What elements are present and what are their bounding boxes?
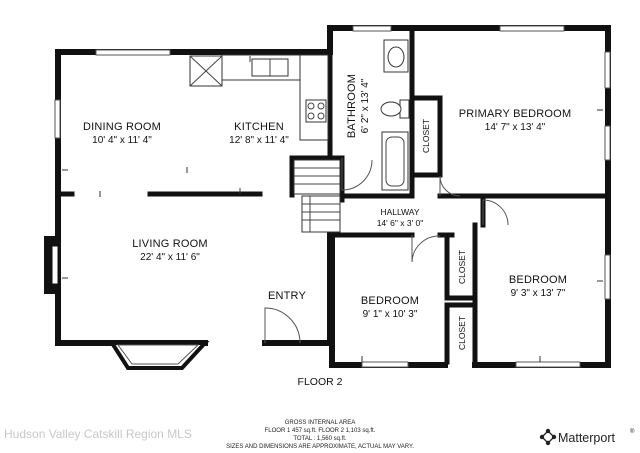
living-room-dims: 22' 4" x 11' 6" [140, 252, 200, 263]
floor-label: FLOOR 2 [298, 376, 343, 388]
matterport-logo-icon [539, 428, 557, 446]
living-room-label: LIVING ROOM [132, 238, 208, 250]
primary-bedroom-dims: 14' 7" x 13' 4" [485, 122, 546, 133]
bathroom-fixtures [380, 39, 410, 191]
staircase [293, 159, 341, 233]
toilet-bowl [380, 101, 402, 117]
closet-primary-label: CLOSET [421, 119, 431, 153]
bathroom-sink [387, 46, 405, 68]
stove [305, 99, 327, 123]
brand-trademark: ® [630, 428, 635, 435]
area-disclaimer: SIZES AND DIMENSIONS ARE APPROXIMATE, AC… [226, 444, 414, 450]
bedroom-3-label: BEDROOM [509, 274, 567, 286]
bedroom-2-label: BEDROOM [361, 295, 419, 307]
bedroom-3-dims: 9' 3" x 13' 7" [511, 288, 566, 299]
entry-label: ENTRY [268, 290, 307, 302]
kitchen-dims: 12' 8" x 11' 4" [229, 135, 289, 146]
primary-bedroom-label: PRIMARY BEDROOM [459, 108, 572, 120]
kitchen-fixtures [189, 54, 329, 141]
matterport-brand: Matterport [558, 431, 615, 445]
area-heading: GROSS INTERNAL AREA [285, 420, 355, 426]
mls-watermark: Hudson Valley Catskill Region MLS [4, 427, 192, 441]
bedroom-2-dims: 9' 1" x 10' 3" [363, 309, 418, 320]
area-floors: FLOOR 1 457 sq.ft. FLOOR 2 1,103 sq.ft. [265, 428, 376, 434]
bay-window [108, 341, 210, 370]
doors [264, 158, 509, 344]
windows [54, 25, 611, 368]
kitchen-label: KITCHEN [234, 121, 284, 133]
closet-hall-label: CLOSET [457, 250, 467, 284]
bathroom-dims: 6' 2" x 13' 4" [360, 78, 371, 133]
closet-bedroom-label: CLOSET [457, 316, 467, 350]
hallway-label: HALLWAY [380, 207, 419, 217]
bathroom-label: BATHROOM [346, 74, 358, 138]
dining-room-label: DINING ROOM [83, 121, 161, 133]
area-total: TOTAL : 1,560 sq.ft. [293, 436, 347, 442]
dimension-ticks [62, 56, 603, 362]
hallway-dims: 14' 6" x 3' 0" [377, 218, 424, 228]
dining-room-dims: 10' 4" x 11' 4" [92, 135, 152, 146]
